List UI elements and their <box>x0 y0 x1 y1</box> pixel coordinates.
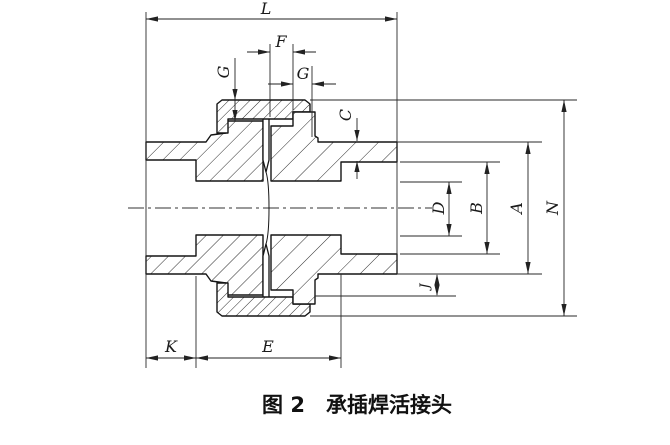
part-union-nut <box>216 99 311 317</box>
dim-label-D: D <box>429 201 448 215</box>
figure-caption: 图 2 承插焊活接头 <box>262 393 452 417</box>
dim-label-G-right: G <box>297 64 310 83</box>
dimension-lines <box>146 16 567 361</box>
dim-label-K: K <box>164 337 178 356</box>
dim-label-J: J <box>418 283 433 292</box>
extension-lines <box>145 12 577 368</box>
dim-label-A: A <box>507 202 526 216</box>
dim-label-G-left: G <box>214 65 233 78</box>
dim-label-F: F <box>274 32 287 51</box>
dim-label-L: L <box>260 0 272 18</box>
dim-label-E: E <box>261 337 274 356</box>
dim-label-C: C <box>336 109 355 121</box>
part-right-fitting <box>270 111 398 305</box>
seat-cone-edge <box>265 171 270 245</box>
dim-label-B: B <box>467 202 486 215</box>
dim-label-N: N <box>543 200 562 216</box>
